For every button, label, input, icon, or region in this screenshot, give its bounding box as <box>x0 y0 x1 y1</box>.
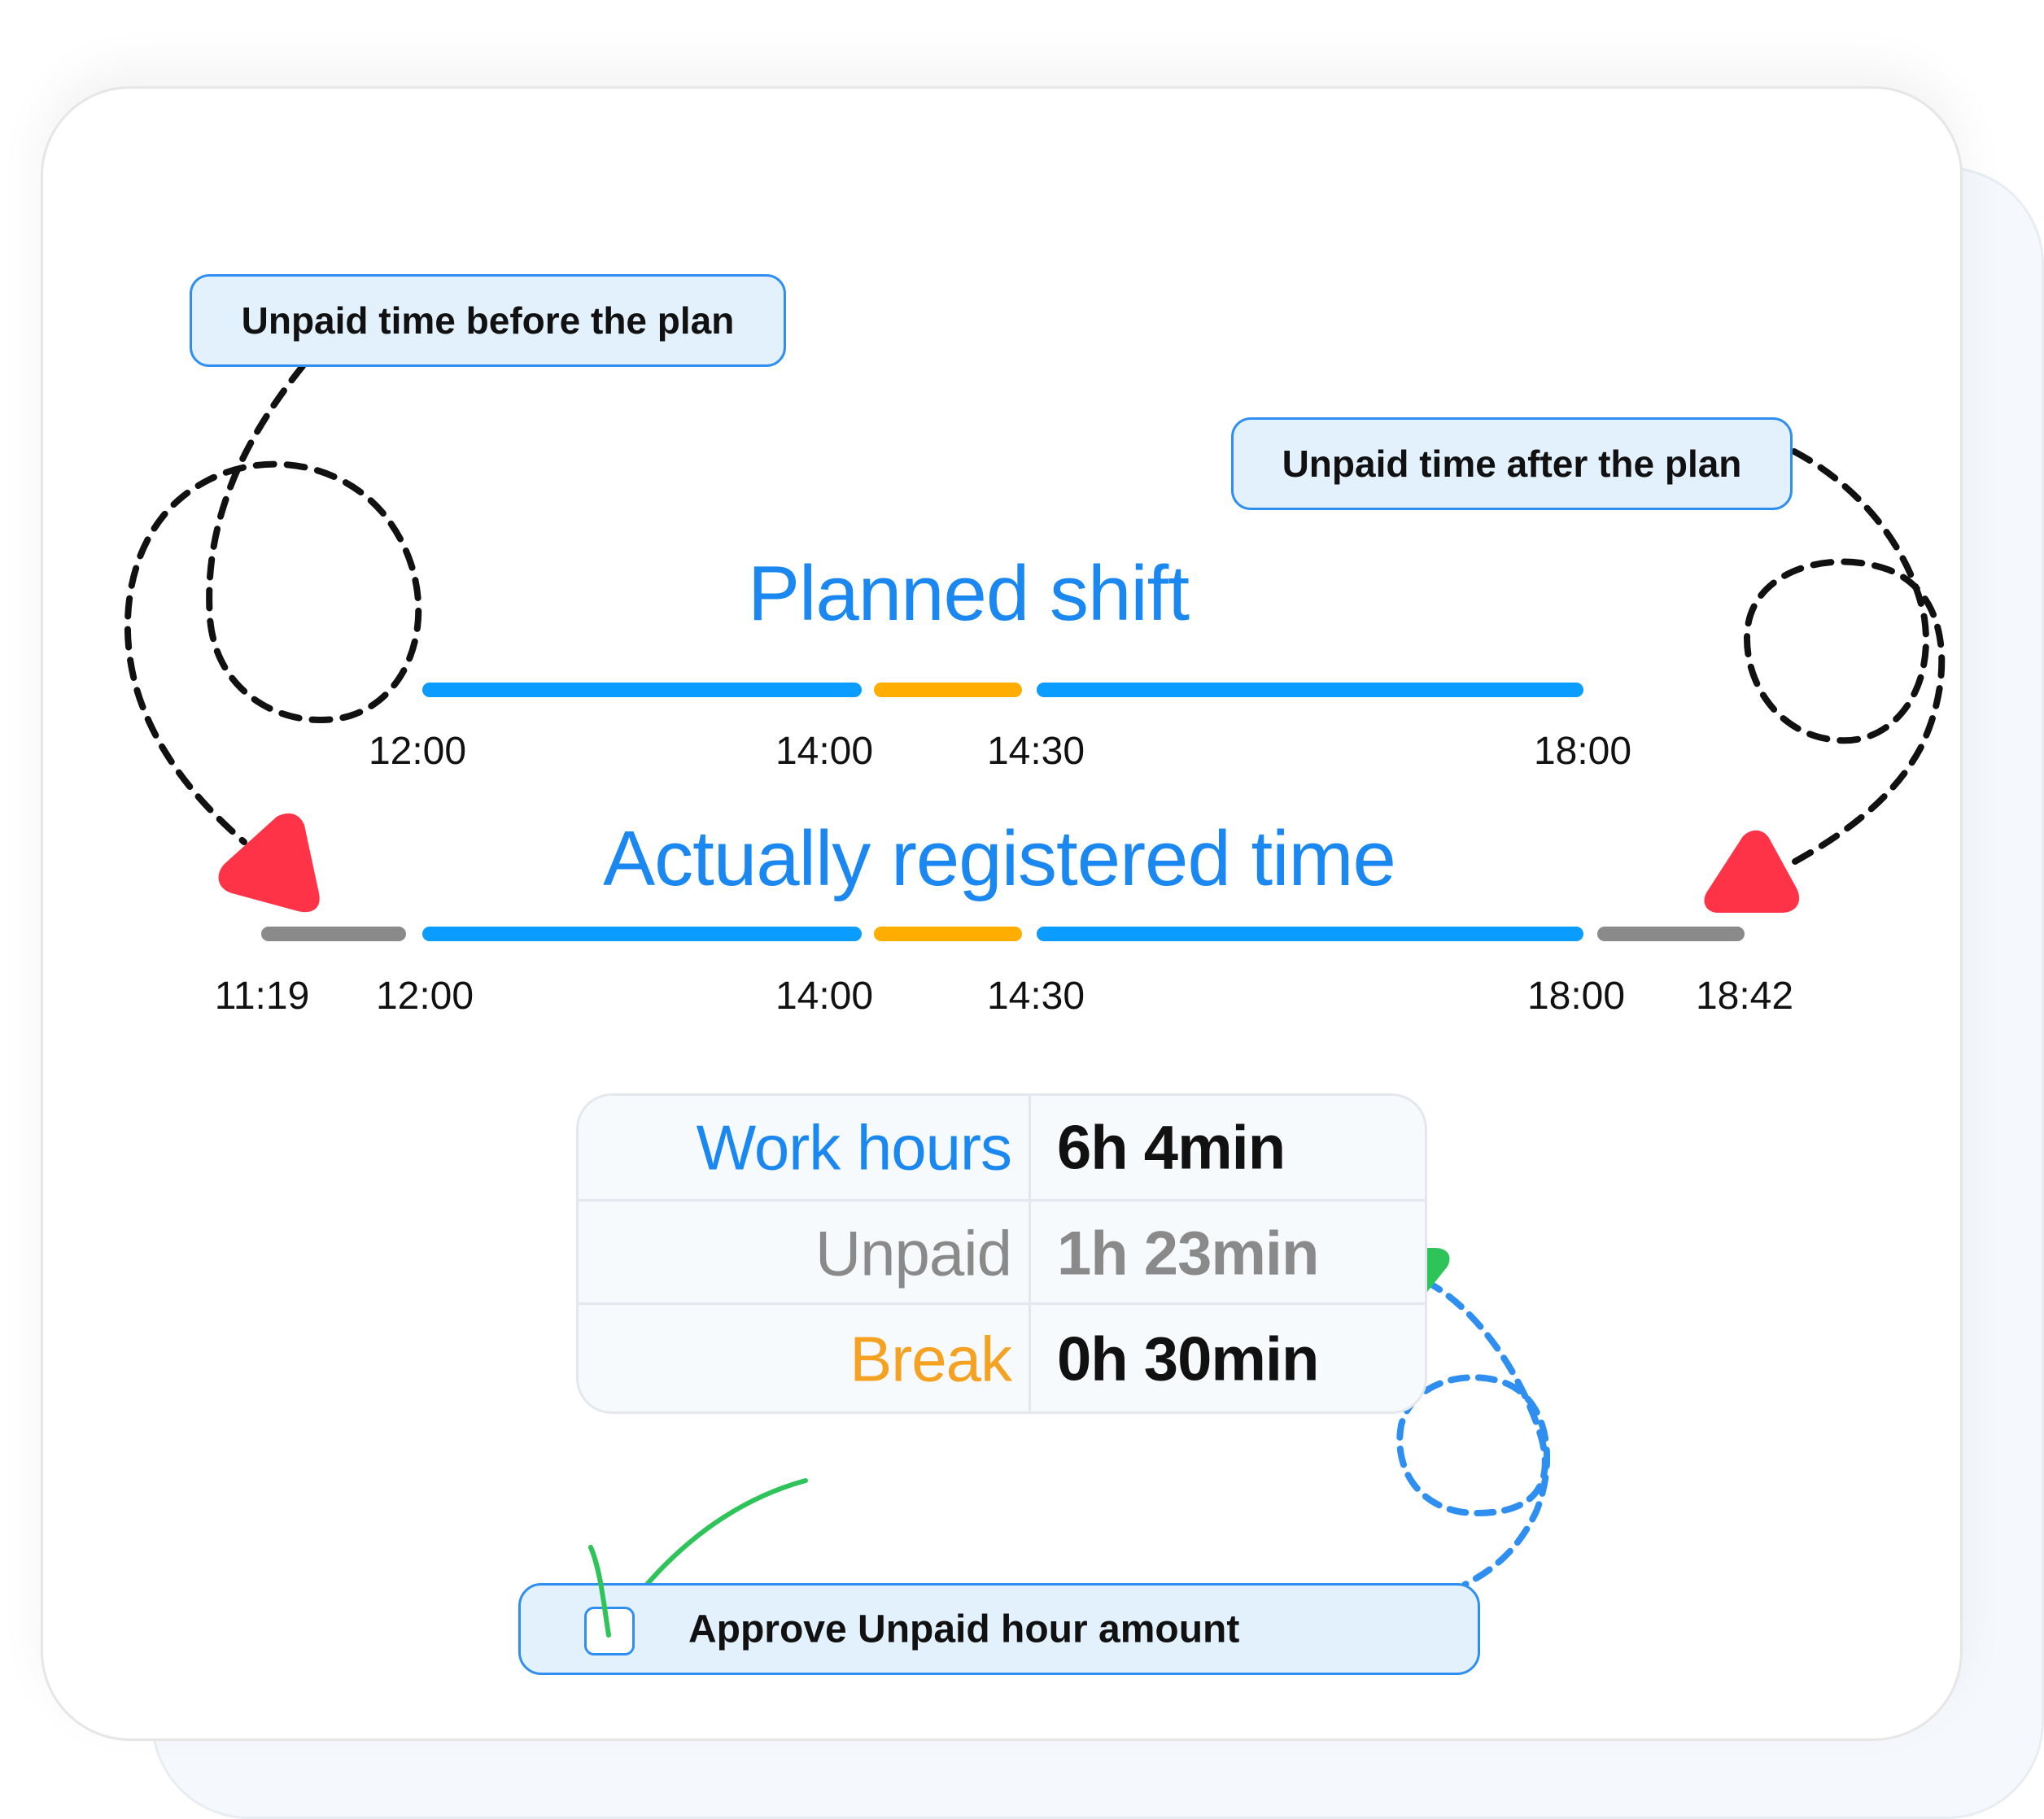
dashed-connector-approve <box>1396 1278 1551 1588</box>
planned-tick-1: 12:00 <box>368 730 467 773</box>
planned-tick-3: 14:30 <box>986 730 1085 773</box>
work-hours-value: 6h 4min <box>1057 1113 1286 1182</box>
callout-unpaid-after-text: Unpaid time after the plan <box>1282 443 1742 485</box>
summary-table: Work hours 6h 4min Unpaid 1h 23min Break… <box>576 1093 1427 1414</box>
summary-row-break: Break 0h 30min <box>579 1302 1425 1411</box>
actual-tick-1: 11:19 <box>214 975 310 1018</box>
planned-shift-title: Planned shift <box>747 550 1190 637</box>
callout-unpaid-after: Unpaid time after the plan <box>1231 417 1793 510</box>
approve-label: Approve Unpaid hour amount <box>688 1607 1240 1651</box>
actual-tick-5: 18:00 <box>1526 975 1626 1018</box>
work-hours-label: Work hours <box>696 1111 1012 1183</box>
summary-row-work: Work hours 6h 4min <box>579 1096 1425 1199</box>
unpaid-label: Unpaid <box>815 1217 1012 1289</box>
dashed-connector-after <box>1744 448 1946 870</box>
actual-time-title: Actually registered time <box>603 815 1396 902</box>
actual-tick-2: 12:00 <box>375 975 474 1018</box>
planned-tick-4: 18:00 <box>1533 730 1632 773</box>
callout-unpaid-before: Unpaid time before the plan <box>190 274 786 367</box>
dashed-connector-before <box>124 363 422 845</box>
actual-tick-3: 14:00 <box>775 975 874 1018</box>
end-marker-icon <box>1704 830 1800 913</box>
actual-tick-6: 18:42 <box>1695 975 1794 1018</box>
approve-checkbox[interactable] <box>584 1607 635 1655</box>
unpaid-value: 1h 23min <box>1057 1219 1319 1288</box>
break-value: 0h 30min <box>1057 1324 1319 1394</box>
approve-unpaid-row[interactable]: Approve Unpaid hour amount <box>518 1583 1480 1675</box>
break-label: Break <box>849 1323 1012 1395</box>
start-marker-icon <box>218 813 320 913</box>
summary-divider <box>1029 1096 1031 1411</box>
callout-unpaid-before-text: Unpaid time before the plan <box>241 299 735 342</box>
actual-tick-4: 14:30 <box>986 975 1085 1018</box>
summary-row-unpaid: Unpaid 1h 23min <box>579 1199 1425 1305</box>
planned-tick-2: 14:00 <box>775 730 874 773</box>
